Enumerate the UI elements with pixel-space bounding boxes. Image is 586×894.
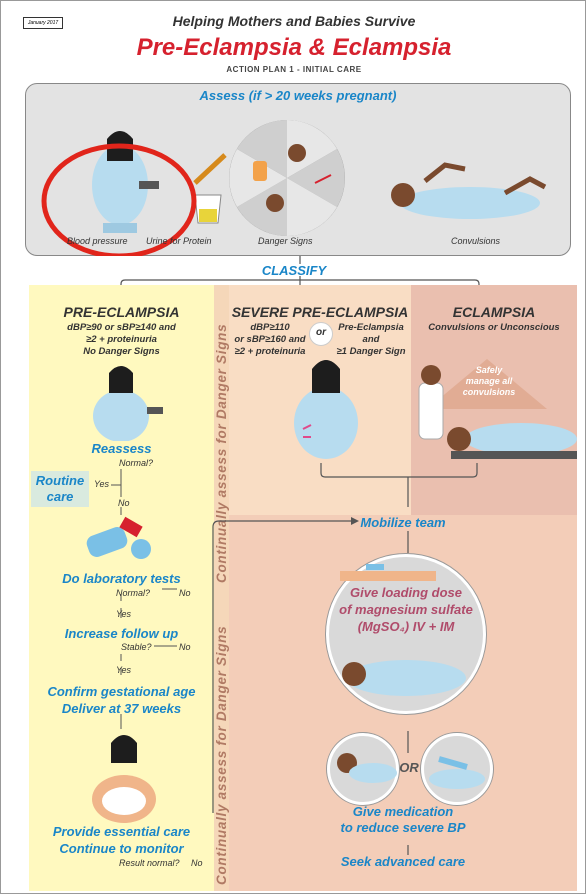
- reassess-label: Reassess: [29, 441, 214, 456]
- lab-no: No: [179, 588, 191, 598]
- continue-to-monitor: Continue to monitor: [29, 841, 214, 856]
- severe-title: SEVERE PRE-ECLAMPSIA: [229, 304, 411, 320]
- stable-q: Stable?: [121, 642, 152, 652]
- pre-criteria-1: dBP≥90 or sBP≥140 and: [29, 322, 214, 333]
- or-label: OR: [394, 760, 424, 775]
- classify-heading: CLASSIFY: [1, 263, 586, 278]
- severe-right-1: Pre-Eclampsia: [331, 322, 411, 333]
- lab-tests-label: Do laboratory tests: [29, 571, 214, 586]
- assess-convulsions-label: Convulsions: [451, 236, 500, 246]
- pre-woman-figure-icon: [29, 361, 214, 441]
- severe-woman-icon: [281, 353, 371, 463]
- medication-line2: to reduce severe BP: [229, 820, 577, 835]
- warning-line3: convulsions: [459, 387, 519, 397]
- convulsion-figure-icon: [391, 165, 545, 219]
- pre-eclampsia-title: PRE-ECLAMPSIA: [29, 304, 214, 320]
- increase-follow-up-label: Increase follow up: [29, 626, 214, 641]
- page-subtitle: ACTION PLAN 1 - INITIAL CARE: [1, 65, 586, 74]
- or-badge-label: or: [309, 327, 333, 338]
- eclampsia-criteria: Convulsions or Unconscious: [411, 322, 577, 333]
- confirm-gestational-age: Confirm gestational age: [29, 684, 214, 699]
- seek-advanced-care: Seek advanced care: [229, 854, 577, 869]
- injection-illustration: [326, 554, 486, 714]
- pre-criteria-3: No Danger Signs: [29, 346, 214, 357]
- eclampsia-illustration: [411, 339, 577, 469]
- urine-cup-icon: [195, 155, 225, 223]
- assess-blood-pressure-label: Blood pressure: [67, 236, 128, 246]
- severe-right-2: and: [331, 334, 411, 345]
- assess-danger-label: Danger Signs: [258, 236, 313, 246]
- deliver-at-37-weeks: Deliver at 37 weeks: [29, 701, 214, 716]
- assess-illustrations: [25, 83, 571, 256]
- page-title: Pre-Eclampsia & Eclampsia: [1, 34, 586, 62]
- dose-line2: of magnesium sulfate: [326, 602, 486, 617]
- danger-signs-wheel-icon: [229, 120, 345, 236]
- mother-with-baby-icon: [79, 729, 169, 823]
- eclampsia-title: ECLAMPSIA: [411, 304, 577, 320]
- dose-line1: Give loading dose: [326, 585, 486, 600]
- severe-left-1: dBP≥110: [229, 322, 311, 333]
- program-name: Helping Mothers and Babies Survive: [1, 13, 586, 29]
- warning-line1: Safely: [459, 365, 519, 375]
- warning-line2: manage all: [459, 376, 519, 386]
- provide-essential-care: Provide essential care: [29, 824, 214, 839]
- pre-criteria-2: ≥2 + proteinuria: [29, 334, 214, 345]
- mobilize-team: Mobilize team: [229, 515, 577, 530]
- stable-no: No: [179, 642, 191, 652]
- dose-line3: (MgSO₄) IV + IM: [326, 619, 486, 634]
- assess-urine-label: Urine for Protein: [146, 236, 212, 246]
- result-normal-q: Result normal?: [119, 858, 180, 868]
- lab-test-icon: [81, 515, 161, 567]
- severe-left-2: or sBP≥160 and: [229, 334, 311, 345]
- lab-yes: Yes: [116, 609, 131, 619]
- stable-yes: Yes: [116, 665, 131, 675]
- lab-normal-q: Normal?: [116, 588, 150, 598]
- medication-line1: Give medication: [229, 804, 577, 819]
